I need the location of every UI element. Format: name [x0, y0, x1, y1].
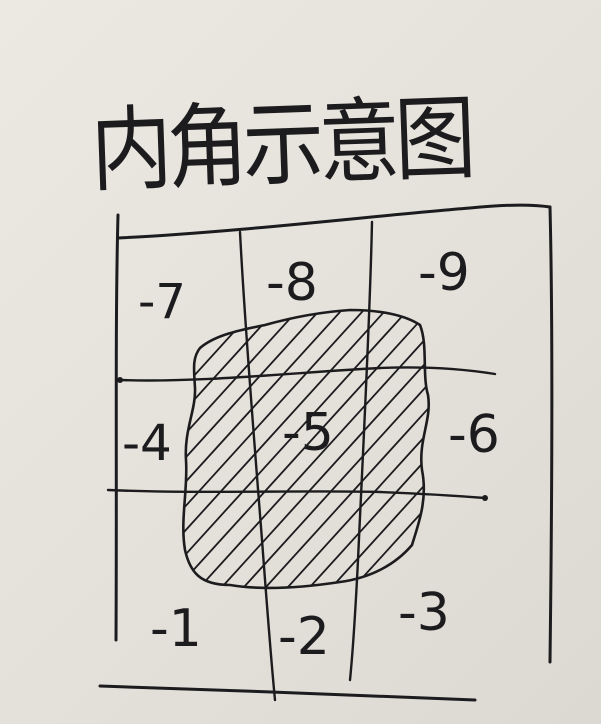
hatch-line [183, 310, 207, 588]
hatch-line [279, 310, 429, 588]
frame-right-edge [548, 205, 554, 664]
hatch-line [522, 290, 601, 620]
divider-horizontal-bottom [106, 488, 487, 500]
hatch-line [183, 310, 427, 588]
hatch-line [0, 290, 140, 620]
sketch-title: 内角示意图 [89, 85, 473, 205]
hatch-line [183, 310, 429, 588]
hatch-line [183, 310, 339, 588]
shaded-region-outline [182, 308, 431, 590]
divider-vertical-left [238, 230, 277, 702]
hatch-line [0, 290, 96, 620]
frame-bottom-line [98, 684, 477, 702]
hatch-line [301, 310, 429, 588]
hatch-line [257, 310, 429, 588]
cell-label-bottom-middle: -2 [278, 607, 330, 667]
hatch-line [566, 290, 601, 620]
cell-label-center: -5 [282, 403, 334, 463]
hatch-line [0, 290, 118, 620]
divider-horizontal-top [118, 366, 497, 382]
cell-label-bottom-left: -1 [150, 599, 202, 659]
hatch-line [0, 290, 74, 620]
hatch-line [0, 290, 30, 620]
hatch-line [183, 310, 273, 588]
divider-dot [482, 495, 488, 501]
divider-dot [117, 377, 123, 383]
frame-left-edge [114, 213, 120, 642]
cell-label-top-right: -9 [418, 243, 470, 303]
cell-label-top-middle: -8 [266, 253, 318, 313]
hatch-line [183, 310, 295, 588]
cell-label-middle-right: -6 [448, 405, 500, 465]
cell-label-middle-left: -4 [122, 414, 172, 472]
hatch-line [411, 310, 429, 588]
hatch-line [323, 310, 429, 588]
hatch-line [183, 310, 317, 588]
hatch-line [183, 310, 429, 588]
hatch-line [183, 310, 361, 588]
hatch-line [183, 310, 405, 588]
cell-label-top-left: -7 [138, 274, 186, 330]
cell-label-bottom-right: -3 [398, 583, 450, 643]
hatch-line [213, 310, 429, 588]
hatch-line [191, 310, 429, 588]
hatch-line [183, 310, 383, 588]
frame-top-edge [116, 203, 552, 240]
hatch-line [0, 290, 52, 620]
hatch-line [235, 310, 429, 588]
